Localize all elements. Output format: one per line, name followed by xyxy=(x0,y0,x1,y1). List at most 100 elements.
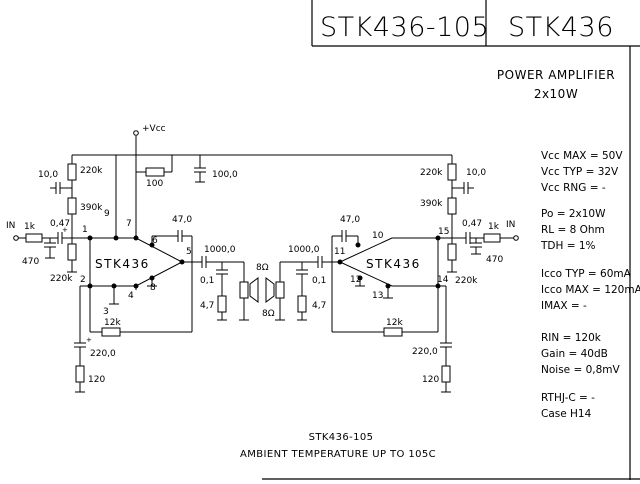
right-pin-10: 10 xyxy=(372,231,384,241)
spec-list: Vcc MAX = 50V Vcc TYP = 32V Vcc RNG = - … xyxy=(540,150,640,420)
right-input-resistor-value: 1k xyxy=(488,222,500,232)
spec-case: Case H14 xyxy=(541,408,592,420)
left-pin-2: 2 xyxy=(80,275,86,285)
spec-tdh: TDH = 1% xyxy=(540,240,596,252)
right-channel: IN 1k 470 0,47 220k 10,0 390k 220k S xyxy=(262,155,519,393)
left-pin-8: 8 xyxy=(150,283,156,293)
right-pin-11: 11 xyxy=(334,247,345,257)
left-120-resistor xyxy=(75,365,85,383)
spec-rl: RL = 8 Ohm xyxy=(541,224,605,236)
spec-icco-max: Icco MAX = 120mA xyxy=(541,284,640,296)
right-bootstrap-value: 47,0 xyxy=(340,215,360,225)
left-chip-label: STK436 xyxy=(95,257,150,271)
amplifier-type: POWER AMPLIFIER xyxy=(497,68,615,82)
spec-rin: RIN = 120k xyxy=(541,332,602,344)
right-120-value: 120 xyxy=(422,375,439,385)
right-bias-resistor-value: 220k xyxy=(420,168,443,178)
left-bias-resistor-value: 220k xyxy=(80,166,103,176)
left-speaker-icon xyxy=(249,277,259,303)
left-speaker-load xyxy=(239,281,249,299)
left-input-terminal xyxy=(13,235,19,241)
left-100-value: 100 xyxy=(146,179,163,189)
left-120-value: 120 xyxy=(88,375,105,385)
spec-icco-typ: Icco TYP = 60mA xyxy=(541,268,632,280)
right-pin-14: 14 xyxy=(437,275,449,285)
right-zobel-resistor xyxy=(297,295,307,313)
spec-gain: Gain = 40dB xyxy=(541,348,608,360)
svg-text:+: + xyxy=(86,336,92,344)
vcc-terminal xyxy=(133,130,139,136)
supply-rail: +Vcc xyxy=(72,124,452,156)
left-pin-4: 4 xyxy=(128,291,134,301)
left-zobel-resistor xyxy=(217,295,227,313)
left-input-resistor-value: 1k xyxy=(24,222,36,232)
part-number: STK436-105 xyxy=(320,12,489,43)
right-pin-12: 12 xyxy=(350,275,361,285)
left-speaker-value: 8Ω xyxy=(256,263,269,273)
left-pin-5: 5 xyxy=(186,247,192,257)
right-speaker-icon xyxy=(265,277,275,303)
right-zobel-cap-value: 0,1 xyxy=(312,276,326,286)
left-bias2-resistor xyxy=(67,243,77,261)
family-name: STK436 xyxy=(508,12,614,43)
right-390k-value: 390k xyxy=(420,199,443,209)
spec-noise: Noise = 0,8mV xyxy=(541,364,621,376)
left-zobel-resistor-value: 4,7 xyxy=(200,301,214,311)
left-output-cap-value: 1000,0 xyxy=(204,245,236,255)
right-bias2-value: 220k xyxy=(455,276,478,286)
left-pin-6: 6 xyxy=(152,236,158,246)
right-input-resistor xyxy=(483,233,501,243)
left-coupling-cap-value: 0,47 xyxy=(50,219,70,229)
right-pin-13: 13 xyxy=(372,291,383,301)
left-input-resistor xyxy=(25,233,43,243)
left-390k-resistor xyxy=(67,197,77,215)
spec-vcc-typ: Vcc TYP = 32V xyxy=(541,166,619,178)
right-390k-resistor xyxy=(447,197,457,215)
left-feedback-value: 12k xyxy=(104,318,121,328)
spec-rthj: RTHJ-C = - xyxy=(541,392,595,404)
left-shunt-cap-value: 470 xyxy=(22,257,39,267)
left-bias-resistor xyxy=(67,163,77,181)
right-input-terminal xyxy=(513,235,519,241)
spec-imax: IMAX = - xyxy=(541,300,587,312)
right-chip-label: STK436 xyxy=(366,257,421,271)
right-feedback-resistor xyxy=(383,327,403,337)
spec-po: Po = 2x10W xyxy=(541,208,606,220)
left-filter-cap-value: 10,0 xyxy=(38,170,58,180)
left-pin-7: 7 xyxy=(126,219,132,229)
right-filter-cap-value: 10,0 xyxy=(466,168,486,178)
right-input-label: IN xyxy=(506,220,515,230)
right-bias2-resistor xyxy=(447,243,457,261)
left-pin-9: 9 xyxy=(104,209,110,219)
footer-note: AMBIENT TEMPERATURE UP TO 105C xyxy=(240,449,436,460)
left-100uf-value: 100,0 xyxy=(212,170,238,180)
spec-vcc-rng: Vcc RNG = - xyxy=(541,182,606,194)
left-100-resistor xyxy=(145,167,165,177)
spec-vcc-max: Vcc MAX = 50V xyxy=(541,150,623,162)
right-bias-resistor xyxy=(447,163,457,181)
left-input-label: IN xyxy=(6,221,15,231)
right-120-resistor xyxy=(441,365,451,383)
header-block: STK436-105 STK436 xyxy=(311,0,640,47)
left-pin-3: 3 xyxy=(103,307,109,317)
right-pin-15: 15 xyxy=(438,227,449,237)
left-feedback-cap-value: 220,0 xyxy=(90,349,116,359)
right-speaker-load xyxy=(275,281,285,299)
left-coupling-cap-sign: + xyxy=(62,226,68,234)
left-feedback-resistor xyxy=(101,327,121,337)
left-390k-value: 390k xyxy=(80,203,103,213)
vcc-label: +Vcc xyxy=(142,124,166,134)
left-bootstrap-value: 47,0 xyxy=(172,215,192,225)
right-feedback-value: 12k xyxy=(386,318,403,328)
right-speaker-value: 8Ω xyxy=(262,309,275,319)
left-channel: IN 1k 470 0,47 + 220k 10,0 390k 220k xyxy=(6,154,269,393)
footer-part: STK436-105 xyxy=(309,432,374,443)
right-shunt-cap-value: 470 xyxy=(486,255,503,265)
amplifier-power: 2x10W xyxy=(534,87,578,101)
right-zobel-resistor-value: 4,7 xyxy=(312,301,326,311)
left-zobel-cap-value: 0,1 xyxy=(200,276,214,286)
right-output-cap-value: 1000,0 xyxy=(288,245,320,255)
left-bias2-value: 220k xyxy=(50,274,73,284)
right-feedback-cap-value: 220,0 xyxy=(412,347,438,357)
